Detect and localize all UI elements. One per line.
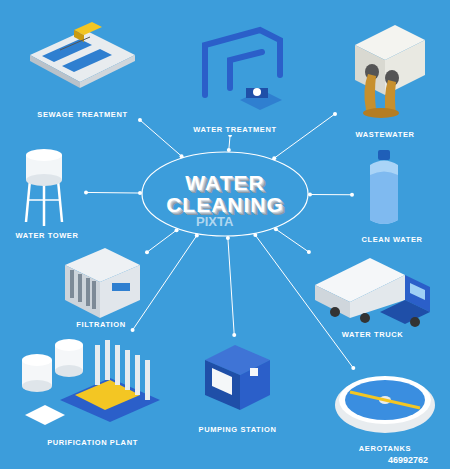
connector-line (133, 236, 197, 330)
flow-item: AEROTANKS (325, 368, 445, 454)
filtration-icon (65, 248, 140, 318)
connector (84, 190, 142, 195)
connector (272, 112, 337, 160)
connector-line (229, 135, 230, 150)
tower-icon (26, 149, 62, 226)
flow-item: WASTEWATER (335, 15, 435, 140)
connector-line (310, 194, 352, 195)
connector-line (86, 192, 140, 194)
item-label: AEROTANKS (356, 443, 414, 454)
connector-dot (350, 193, 354, 197)
connector-line (228, 238, 234, 335)
item-label: SEWAGE TREATMENT (34, 109, 130, 120)
item-label: PUMPING STATION (196, 424, 280, 435)
pump-icon (205, 345, 270, 410)
connector-dot (145, 250, 149, 254)
watermark: 46992762 (388, 455, 428, 465)
connector (131, 234, 199, 332)
connector (226, 236, 236, 337)
item-label: CLEAN WATER (358, 234, 425, 245)
flow-item: SEWAGE TREATMENT (25, 20, 140, 120)
connector (227, 133, 232, 152)
item-label: WATER TREATMENT (190, 124, 279, 135)
flow-item: FILTRATION (55, 243, 147, 330)
connector-dot (333, 112, 337, 116)
aerotank-icon (335, 376, 435, 433)
item-label: WASTEWATER (352, 129, 417, 140)
connector-dot (307, 250, 311, 254)
sewage-icon (30, 22, 135, 88)
connector-line (274, 114, 335, 158)
truck-icon (315, 258, 430, 327)
connector-dot (84, 190, 88, 194)
connector (274, 227, 311, 254)
connector-dot (131, 328, 135, 332)
connector-line (276, 229, 309, 252)
flow-item: CLEAN WATER (352, 145, 432, 245)
connector (308, 193, 354, 197)
water-treatment-icon (205, 30, 282, 110)
item-label: PURIFICATION PLANT (44, 437, 141, 448)
item-label: WATER TRUCK (339, 329, 406, 340)
watermark: PIXTA (196, 214, 233, 229)
connector-line (147, 230, 177, 252)
item-label: FILTRATION (73, 319, 128, 330)
diagram-title: WATER CLEANING (155, 172, 295, 216)
connector-dot (138, 118, 142, 122)
connector (253, 233, 355, 370)
bottle-icon (370, 150, 398, 224)
connector-line (140, 120, 182, 156)
plant-icon (22, 339, 160, 425)
flow-item: PUMPING STATION (190, 335, 285, 435)
wastewater-icon (355, 25, 425, 118)
connector-dot (232, 333, 236, 337)
connector-line (255, 235, 353, 368)
connector (138, 118, 184, 158)
flow-item: WATER TRUCK (305, 252, 440, 340)
flow-item: WATER TREATMENT (175, 22, 295, 135)
connector (145, 228, 179, 254)
flow-item: PURIFICATION PLANT (15, 330, 170, 448)
item-label: WATER TOWER (13, 230, 82, 241)
flow-item: WATER TOWER (8, 143, 86, 241)
connector-dot (351, 366, 355, 370)
